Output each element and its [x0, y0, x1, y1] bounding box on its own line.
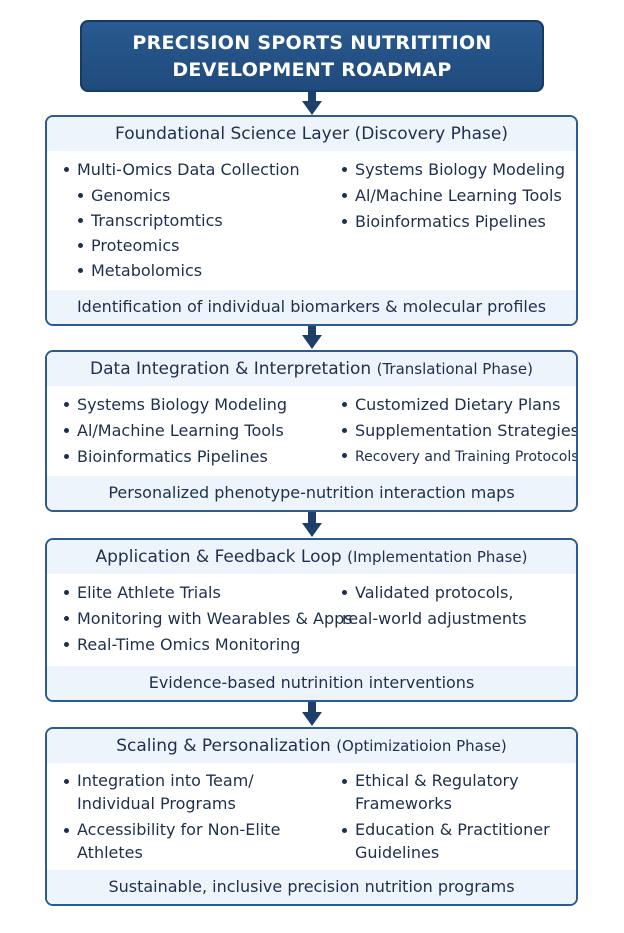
list-item: Ethical & Regulatory	[342, 769, 550, 792]
list-item: Bioinformatics Pipelines	[341, 209, 565, 235]
list-item: Genomics	[78, 183, 300, 208]
phase-heading: Data Integration & Interpretation (Trans…	[47, 352, 576, 386]
list-item: Real-Time Omics Monitoring	[64, 632, 353, 658]
down-arrow-icon	[302, 512, 322, 537]
phase-heading-main: Scaling & Personalization	[116, 736, 331, 756]
list-item: Elite Athlete Trials	[64, 580, 353, 606]
list-item: Education & Practitioner	[342, 820, 550, 839]
list-item: Multi-Omics Data Collection	[64, 157, 300, 183]
phase-heading-sub: (Implementation Phase)	[347, 548, 528, 566]
phase-outcome: Evidence-based nutrinition interventions	[47, 666, 576, 700]
list-item: Systems Biology Modeling	[63, 392, 287, 418]
list-item: Supplementation Strategies	[342, 418, 576, 444]
phase-discovery: Foundational Science Layer (Discovery Ph…	[45, 115, 578, 326]
phase-optimization: Scaling & Personalization (Optimizatioio…	[45, 727, 578, 906]
phase-heading-sub: (Optimizatioion Phase)	[336, 737, 507, 755]
list-item: Integration into Team/	[63, 769, 280, 792]
down-arrow-icon	[302, 701, 322, 726]
list-item: Accessibility for Non-Elite	[63, 820, 281, 839]
roadmap-title: PRECISION SPORTS NUTRITITION DEVELOPMENT…	[80, 20, 544, 92]
phase-translational: Data Integration & Interpretation (Trans…	[45, 350, 578, 512]
list-item: Customized Dietary Plans	[342, 392, 576, 418]
phase-heading-main: Data Integration & Interpretation	[90, 359, 372, 379]
title-line-2: DEVELOPMENT ROADMAP	[172, 59, 452, 81]
phase-implementation: Application & Feedback Loop (Implementat…	[45, 538, 578, 702]
list-item-continued: real-world adjustments	[342, 609, 527, 628]
list-item: Recovery and Training Protocols	[342, 444, 576, 470]
down-arrow-icon	[302, 90, 322, 115]
phase-outcome: Personalized phenotype-nutrition interac…	[47, 476, 576, 510]
list-item-continued: Guidelines	[355, 843, 440, 862]
phase-heading: Foundational Science Layer (Discovery Ph…	[47, 117, 576, 151]
phase-outcome: Identification of individual biomarkers …	[47, 290, 576, 324]
list-item: Monitoring with Wearables & Apps	[64, 606, 353, 632]
list-item: Metabolomics	[78, 258, 300, 283]
phase-heading: Scaling & Personalization (Optimizatioio…	[47, 729, 576, 763]
down-arrow-icon	[302, 324, 322, 349]
list-item: Systems Biology Modeling	[341, 157, 565, 183]
list-item: Proteomics	[78, 233, 300, 258]
list-item: Al/Machine Learning Tools	[63, 418, 287, 444]
list-item: Bioinformatics Pipelines	[63, 444, 287, 470]
list-item: Transcriptomtics	[78, 208, 300, 233]
phase-heading-sub: (Translational Phase)	[376, 360, 533, 378]
list-item-continued: Frameworks	[355, 794, 452, 813]
list-item-continued: Individual Programs	[77, 794, 236, 813]
title-line-1: PRECISION SPORTS NUTRITITION	[132, 32, 492, 54]
phase-heading-main: Application & Feedback Loop	[95, 547, 342, 567]
phase-outcome: Sustainable, inclusive precision nutriti…	[47, 870, 576, 904]
list-item-continued: Athletes	[77, 843, 143, 862]
list-item: Validated protocols,	[342, 580, 527, 606]
list-item: Al/Machine Learning Tools	[341, 183, 565, 209]
phase-heading: Application & Feedback Loop (Implementat…	[47, 540, 576, 574]
